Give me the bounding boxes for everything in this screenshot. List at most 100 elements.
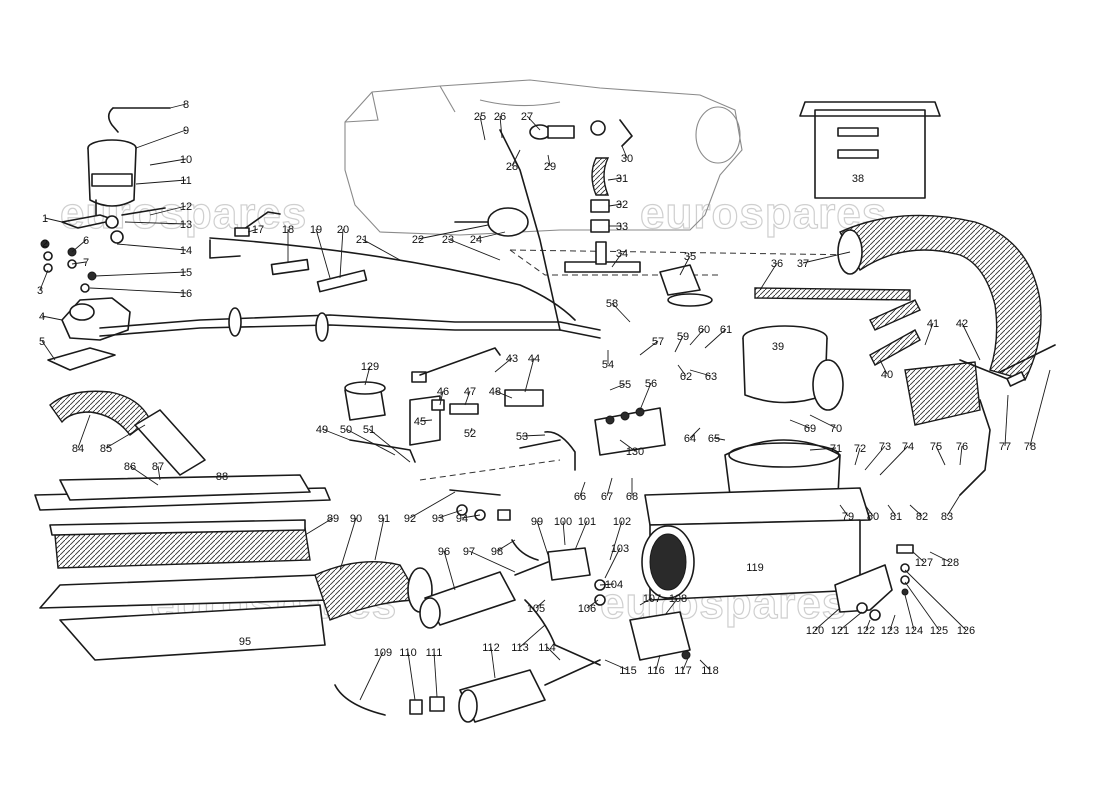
callout-label: 36 xyxy=(771,258,783,270)
callout-leader-line xyxy=(889,614,896,631)
callout-label: 84 xyxy=(72,443,84,455)
callout-label: 95 xyxy=(239,636,251,648)
callout-label: 38 xyxy=(852,173,864,185)
callout-leader-line xyxy=(494,390,513,399)
callout-leader-line xyxy=(547,154,551,167)
callout-leader-line xyxy=(809,414,837,429)
callout-label: 7 xyxy=(83,257,89,269)
callout-leader-line xyxy=(464,390,471,406)
callout-label: 80 xyxy=(867,511,879,523)
callout-label: 123 xyxy=(881,625,899,637)
callout-label: 23 xyxy=(442,234,454,246)
callout-leader-line xyxy=(339,228,344,279)
callout-leader-lines xyxy=(39,103,1051,701)
callout-label: 78 xyxy=(1024,441,1036,453)
callout-leader-line xyxy=(961,322,981,361)
callout-leader-line xyxy=(437,509,463,519)
callout-leader-line xyxy=(606,477,613,497)
fuel-pump-lower-group xyxy=(334,489,691,723)
callout-label: 61 xyxy=(720,324,732,336)
callout-label: 52 xyxy=(464,428,476,440)
callout-label: 129 xyxy=(361,361,379,373)
fuel-tank-outline xyxy=(344,79,743,236)
callout-label: 2 xyxy=(42,238,48,250)
callout-leader-line xyxy=(433,651,438,698)
callout-leader-line xyxy=(546,646,561,661)
callout-label: 119 xyxy=(746,562,764,574)
callout-leader-line xyxy=(621,145,628,159)
callout-label: 17 xyxy=(252,224,264,236)
callout-label: 118 xyxy=(701,665,719,677)
callout-label: 110 xyxy=(399,647,417,659)
callout-label: 68 xyxy=(626,491,638,503)
callout-leader-line xyxy=(689,427,701,439)
callout-label: 102 xyxy=(613,516,631,528)
callout-leader-line xyxy=(854,447,861,466)
callout-label: 77 xyxy=(999,441,1011,453)
callout-leader-line xyxy=(468,550,516,573)
callout-leader-line xyxy=(536,520,549,556)
callout-label: 9 xyxy=(183,125,189,137)
callout-leader-line xyxy=(247,228,259,233)
callout-leader-line xyxy=(611,252,623,268)
callout-label: 91 xyxy=(378,513,390,525)
callout-label: 60 xyxy=(698,324,710,336)
callout-label: 41 xyxy=(927,318,939,330)
callout-leader-line xyxy=(604,659,629,671)
assembly-reference-lines xyxy=(419,249,861,481)
callout-label: 3 xyxy=(37,285,43,297)
callout-label: 109 xyxy=(374,647,392,659)
mounting-bracket-right xyxy=(834,544,914,621)
callout-leader-line xyxy=(149,205,187,216)
callout-leader-line xyxy=(909,504,923,517)
callout-leader-line xyxy=(157,465,161,481)
callout-leader-line xyxy=(839,611,863,631)
callout-label: 90 xyxy=(350,513,362,525)
callout-leader-line xyxy=(679,255,691,276)
callout-label: 74 xyxy=(902,441,914,453)
callout-leader-line xyxy=(935,445,946,466)
callout-leader-line xyxy=(586,599,599,609)
callout-label: 55 xyxy=(619,379,631,391)
small-hoses-right xyxy=(754,287,1056,496)
fuel-filter-assembly xyxy=(40,107,171,371)
callout-label: 20 xyxy=(337,224,349,236)
callout-label: 124 xyxy=(905,625,923,637)
callout-leader-line xyxy=(959,445,963,466)
callout-leader-line xyxy=(562,520,566,546)
callout-label: 112 xyxy=(482,642,500,654)
callout-label: 88 xyxy=(216,471,228,483)
callout-label: 19 xyxy=(310,224,322,236)
callout-leader-line xyxy=(439,390,444,406)
callout-label: 58 xyxy=(606,298,618,310)
callout-leader-line xyxy=(611,302,631,323)
callout-label: 63 xyxy=(705,371,717,383)
callout-label: 98 xyxy=(491,546,503,558)
callout-label: 125 xyxy=(930,625,948,637)
callout-label: 122 xyxy=(857,625,875,637)
callout-leader-line xyxy=(689,369,712,377)
callout-label: 50 xyxy=(340,424,352,436)
callout-label: 85 xyxy=(100,443,112,455)
fuel-pump-group xyxy=(344,347,666,471)
callout-label: 128 xyxy=(941,557,959,569)
callout-leader-line xyxy=(135,179,187,185)
callout-label: 35 xyxy=(684,251,696,263)
callout-leader-line xyxy=(1029,369,1051,447)
callout-leader-line xyxy=(94,271,187,277)
callout-label: 34 xyxy=(616,248,628,260)
callout-leader-line xyxy=(169,103,187,109)
callout-label: 92 xyxy=(404,513,416,525)
callout-leader-line xyxy=(71,239,87,253)
callout-label: 82 xyxy=(916,511,928,523)
callout-label: 10 xyxy=(180,154,192,166)
callout-label: 8 xyxy=(183,99,189,111)
callout-leader-line xyxy=(609,520,623,561)
callout-label: 97 xyxy=(463,546,475,558)
callout-label: 117 xyxy=(674,665,692,677)
callout-label: 126 xyxy=(957,625,975,637)
callout-label: 66 xyxy=(574,491,586,503)
callout-leader-line xyxy=(924,322,934,346)
